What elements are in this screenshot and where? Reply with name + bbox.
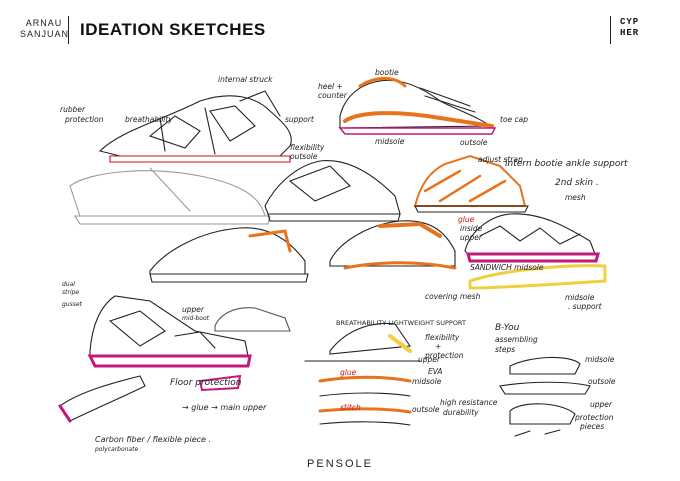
note-upper-3: upper — [590, 400, 612, 409]
sketch-shoe-mid-left — [69, 167, 271, 225]
sketch-shoe-sandwich — [329, 220, 457, 270]
note-heel-counter-2: counter — [318, 91, 347, 100]
note-toe-cap: toe cap — [500, 115, 529, 124]
note-protection-1: protection — [575, 413, 614, 422]
note-intern-bootie: intern bootie ankle support — [505, 159, 628, 169]
cypher-logo-line2: HER — [620, 28, 640, 38]
sketch-shoe-bootie — [338, 77, 497, 135]
note-outsole-2: outsole — [460, 138, 488, 147]
sketch-shoe-top-left — [98, 90, 292, 163]
sketch-shoe-center — [264, 160, 401, 222]
sketch-assembly-steps — [499, 356, 591, 437]
sketch-shoe-bottom-left — [87, 295, 252, 368]
pensole-logo: PENSOLE — [307, 458, 373, 470]
cypher-logo-line1: CYP — [620, 17, 640, 27]
sketch-midsole-yellow — [468, 264, 607, 290]
note-dual-2: stripe — [62, 289, 80, 296]
note-glue: glue — [458, 215, 475, 224]
note-floor-protection: Floor protection — [170, 378, 242, 388]
note-sandwich-midsole: SANDWICH midsole — [470, 263, 544, 272]
author-last-name: SANJUAN — [20, 29, 70, 39]
note-high-resistance-2: durability — [443, 408, 479, 417]
note-flex-protect-3: protection — [425, 351, 464, 360]
sketch-carbon-fiber — [58, 374, 242, 423]
note-carbon-fiber-2: polycarbonate — [95, 446, 139, 453]
sketch-shoe-mesh — [464, 213, 600, 263]
note-high-resistance-1: high resistance — [440, 398, 498, 407]
note-inside-2: upper — [460, 233, 482, 242]
author-first-name: ARNAU — [25, 18, 63, 28]
note-b-you-1: B-You — [495, 323, 520, 333]
note-inside-1: inside — [460, 224, 483, 233]
note-bootie: bootie — [375, 68, 399, 77]
note-outsole-3: outsole — [412, 405, 440, 414]
note-midsole-support-2: . support — [568, 302, 602, 311]
note-adjust-strap: adjust strap — [478, 155, 523, 164]
note-glue-2: glue — [340, 368, 357, 377]
note-upper-2: mid-boot — [182, 315, 209, 322]
note-midsole-support-1: midsole — [565, 293, 595, 302]
note-midsole-1: midsole — [375, 137, 405, 146]
header-divider-right — [610, 16, 611, 44]
note-eva: EVA — [428, 367, 443, 376]
note-breathability-lightweight: BREATHABILITY LIGHTWEIGHT SUPPORT — [336, 319, 466, 327]
note-outsole-1: outsole — [290, 152, 318, 161]
note-midsole-3: midsole — [585, 355, 615, 364]
note-heel-counter-1: heel + — [318, 82, 343, 91]
sketch-layered-sole — [304, 322, 421, 426]
note-support: support — [285, 115, 314, 124]
note-dual-1: dual — [62, 281, 75, 288]
note-dual-3: gusset — [62, 301, 82, 308]
page-title: IDEATION SKETCHES — [80, 20, 266, 39]
note-internal-structure: internal struck — [218, 75, 273, 84]
note-carbon-fiber-1: Carbon fiber / flexible piece . — [95, 435, 212, 444]
note-b-you-2: assembling — [495, 335, 538, 344]
sketch-drawings — [58, 77, 607, 437]
note-flex-protect-2: + — [435, 342, 442, 351]
note-rubber-1: rubber — [60, 105, 86, 114]
note-stitch: stitch — [340, 403, 361, 412]
note-rubber-2: protection — [65, 115, 104, 124]
sketch-shoe-skeleton — [413, 154, 529, 213]
note-protection-2: pieces — [580, 422, 605, 431]
note-midsole-2: midsole — [412, 377, 442, 386]
note-flex-protect-1: flexibility — [425, 333, 460, 342]
note-second-skin: 2nd skin . — [555, 178, 599, 188]
sketch-shoe-small-top — [214, 307, 291, 332]
note-upper-1: upper — [182, 305, 204, 314]
author-logo: ARNAU SANJUAN — [20, 18, 68, 40]
note-upper-2b: upper — [418, 355, 440, 364]
note-b-you-3: steps — [495, 345, 516, 354]
header-divider-left — [68, 16, 69, 44]
note-mesh: mesh — [565, 193, 586, 202]
sketch-sheet: internal struck rubber protection breath… — [0, 56, 680, 456]
sketch-shoe-mid-row — [149, 227, 309, 283]
cypher-logo: CYP HER — [620, 17, 650, 39]
note-breathability: breathability — [125, 115, 173, 124]
note-glue-main-upper: → glue → main upper — [182, 403, 267, 412]
note-covering-mesh: covering mesh — [425, 292, 481, 301]
page-header: ARNAU SANJUAN IDEATION SKETCHES CYP HER — [0, 0, 680, 56]
note-flexibility: flexibility — [290, 143, 325, 152]
note-outsole-4: outsole — [588, 377, 616, 386]
